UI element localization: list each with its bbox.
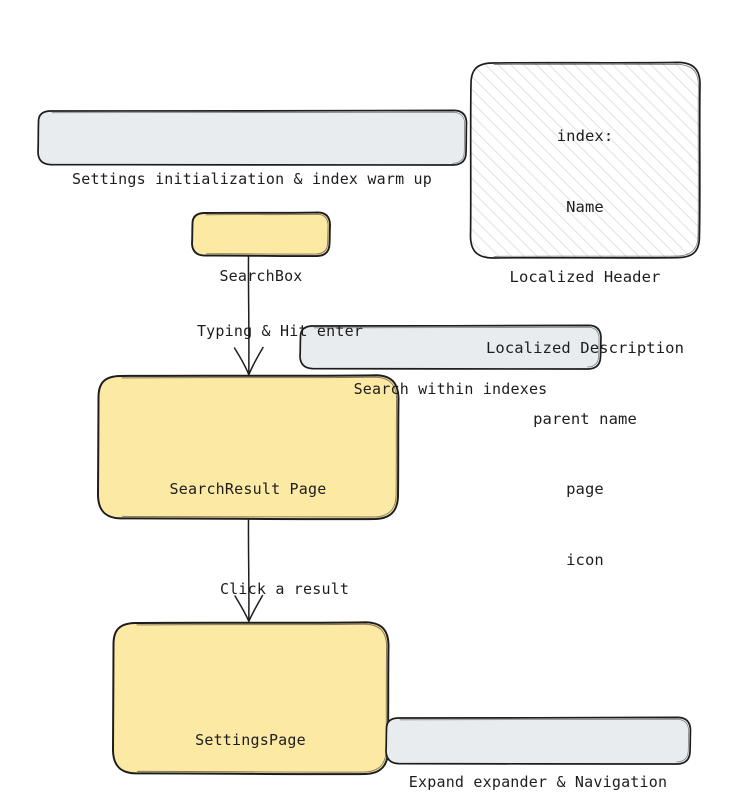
edge-searchbox-to-searchresult <box>233 255 264 376</box>
edge-searchresult-to-settingspage <box>234 518 264 622</box>
annotation-index-note-shape <box>469 61 701 259</box>
annotation-expand-nav-shape <box>385 716 692 766</box>
node-settingspage-shape[interactable] <box>111 621 390 776</box>
node-searchbox-shape[interactable] <box>191 211 331 258</box>
node-searchresult-shape[interactable] <box>96 374 400 521</box>
annotation-settings-init-shape <box>37 109 468 167</box>
annotation-search-within-shape <box>299 324 602 370</box>
